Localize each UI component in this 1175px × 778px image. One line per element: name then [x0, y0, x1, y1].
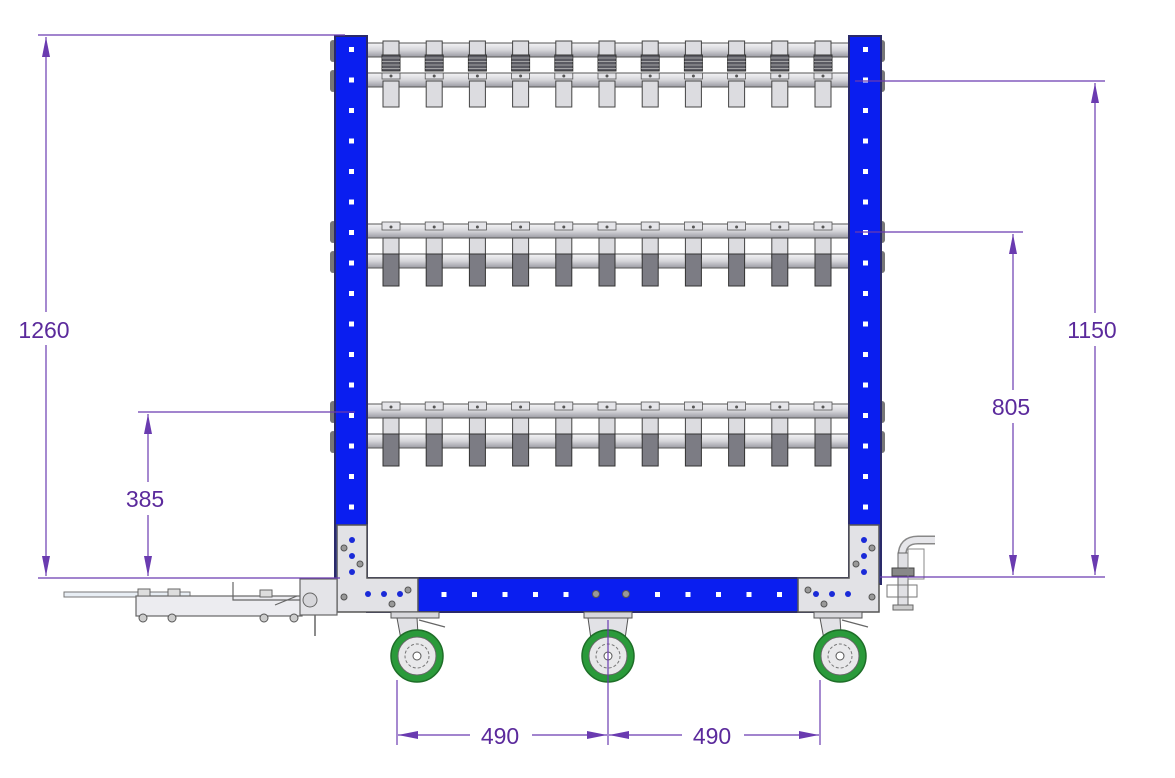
right-corner-plate: [797, 524, 880, 613]
dim-bottom-shelf-height: 385: [126, 486, 164, 512]
holder: [727, 40, 747, 108]
shelf-levels: [330, 40, 885, 467]
holder: [424, 40, 444, 108]
holder: [554, 40, 574, 108]
dimension-lines: [38, 34, 1105, 745]
holder: [640, 40, 660, 108]
bottom-rail: [366, 577, 850, 613]
dim-middle-shelf-height: 805: [992, 394, 1030, 420]
holder: [770, 221, 790, 287]
holder: [813, 401, 833, 467]
holder: [597, 401, 617, 467]
holder: [511, 40, 531, 108]
holder: [770, 40, 790, 108]
holder: [381, 40, 401, 108]
holder: [554, 221, 574, 287]
holder: [424, 221, 444, 287]
left-corner-plate: [336, 524, 419, 613]
holder: [813, 221, 833, 287]
caster-3: [813, 611, 869, 683]
dim-overall-height: 1260: [18, 317, 69, 343]
dim-caster-spacing-right: 490: [693, 723, 731, 749]
holder: [467, 221, 487, 287]
holder: [597, 221, 617, 287]
frame: [334, 35, 882, 613]
left-upright: [334, 35, 368, 585]
tow-bar: [63, 578, 338, 636]
dim-top-shelf-height: 1150: [1067, 317, 1116, 343]
caster-2: [581, 611, 635, 683]
holder: [640, 401, 660, 467]
holder: [511, 221, 531, 287]
holder: [424, 401, 444, 467]
holder: [770, 401, 790, 467]
holder: [511, 401, 531, 467]
holder: [640, 221, 660, 287]
shelf-middle: [330, 221, 885, 287]
shelf-bottom: [330, 401, 885, 467]
hitch-pin: [886, 535, 935, 611]
holder: [597, 40, 617, 108]
right-upright: [848, 35, 882, 585]
holder: [684, 401, 703, 467]
casters: [390, 611, 869, 683]
holder: [381, 221, 401, 287]
dim-caster-spacing-left: 490: [481, 723, 519, 749]
holder: [727, 401, 746, 467]
shelf-top: [330, 40, 885, 108]
holder: [727, 221, 746, 287]
holder: [683, 40, 703, 108]
caster-1: [390, 611, 446, 683]
dimension-arrows: [42, 37, 1099, 739]
holder: [467, 40, 487, 108]
holder: [684, 221, 703, 287]
holder: [381, 401, 401, 467]
holder: [467, 401, 487, 467]
holder: [554, 401, 574, 467]
holder: [813, 40, 833, 108]
